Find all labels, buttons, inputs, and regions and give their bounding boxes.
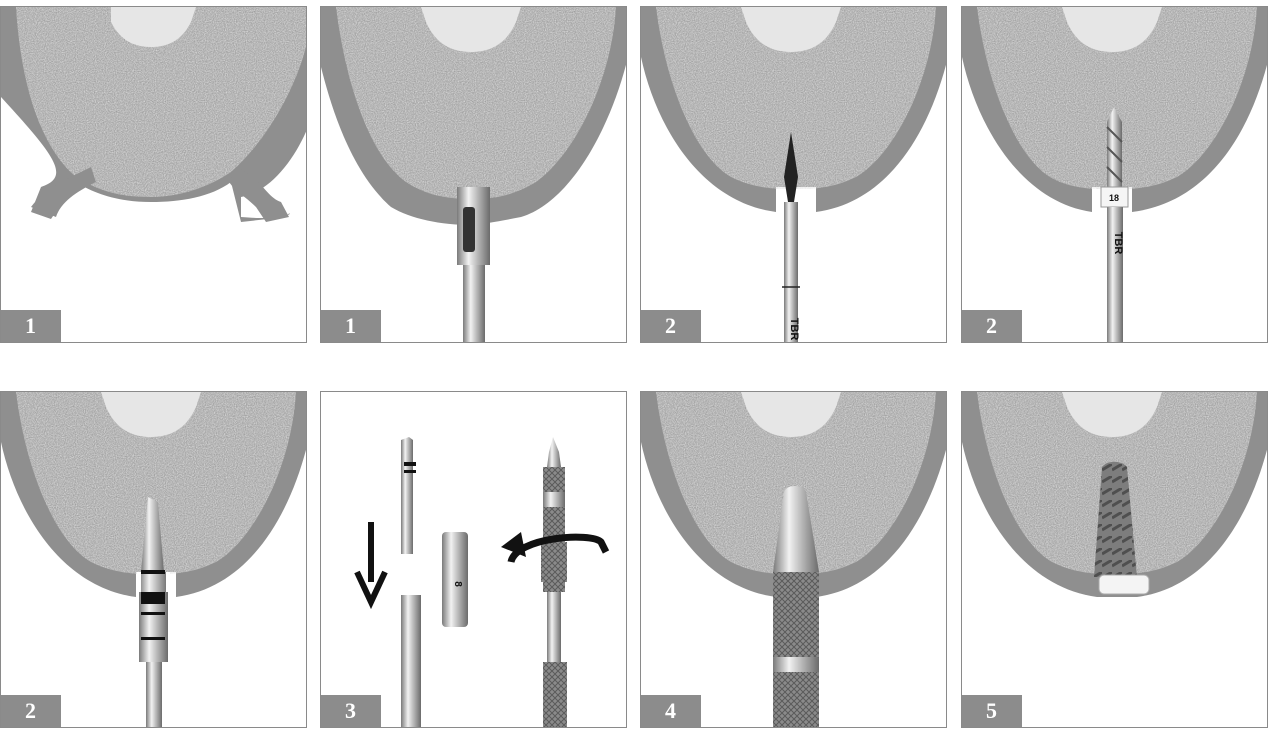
stopper-ring — [442, 532, 468, 627]
panel-step-1b: 1 — [320, 6, 627, 343]
bone-illustration: TBR — [641, 7, 947, 343]
panel-step-5: 5 — [961, 391, 1268, 728]
bone-illustration — [641, 392, 947, 728]
panel-step-2b: 18 TBR 2 — [961, 6, 1268, 343]
gauge-lower-part — [401, 595, 421, 728]
drill-label: TBR — [1112, 232, 1124, 255]
step-badge: 3 — [321, 695, 381, 727]
step-badge: 1 — [321, 310, 381, 342]
bone-illustration — [1, 392, 307, 728]
bone-illustration — [962, 392, 1268, 728]
panel-step-2c: 2 — [0, 391, 307, 728]
step-badge: 2 — [1, 695, 61, 727]
assembly-illustration: 8 — [321, 392, 627, 728]
bone-illustration — [1, 7, 307, 343]
step-badge: 1 — [1, 310, 61, 342]
panel-step-2a: TBR 2 — [640, 6, 947, 343]
drill-label: TBR — [788, 318, 800, 341]
step-badge: 2 — [641, 310, 701, 342]
stopper-marker: 8 — [452, 581, 463, 587]
gauge-upper-part — [401, 437, 413, 554]
panel-step-3: 8 3 — [320, 391, 627, 728]
step-badge: 4 — [641, 695, 701, 727]
handpiece-shaft — [463, 265, 485, 343]
bone-illustration — [321, 7, 627, 343]
step-badge: 2 — [962, 310, 1022, 342]
tool-handle — [773, 572, 819, 728]
step-badge: 5 — [962, 695, 1022, 727]
drill-depth-marker: 18 — [1109, 193, 1119, 203]
panel-step-4: 4 — [640, 391, 947, 728]
bone-illustration: 18 TBR — [962, 7, 1268, 343]
implant-collar — [1099, 575, 1149, 594]
panel-step-1a: 1 — [0, 6, 307, 343]
